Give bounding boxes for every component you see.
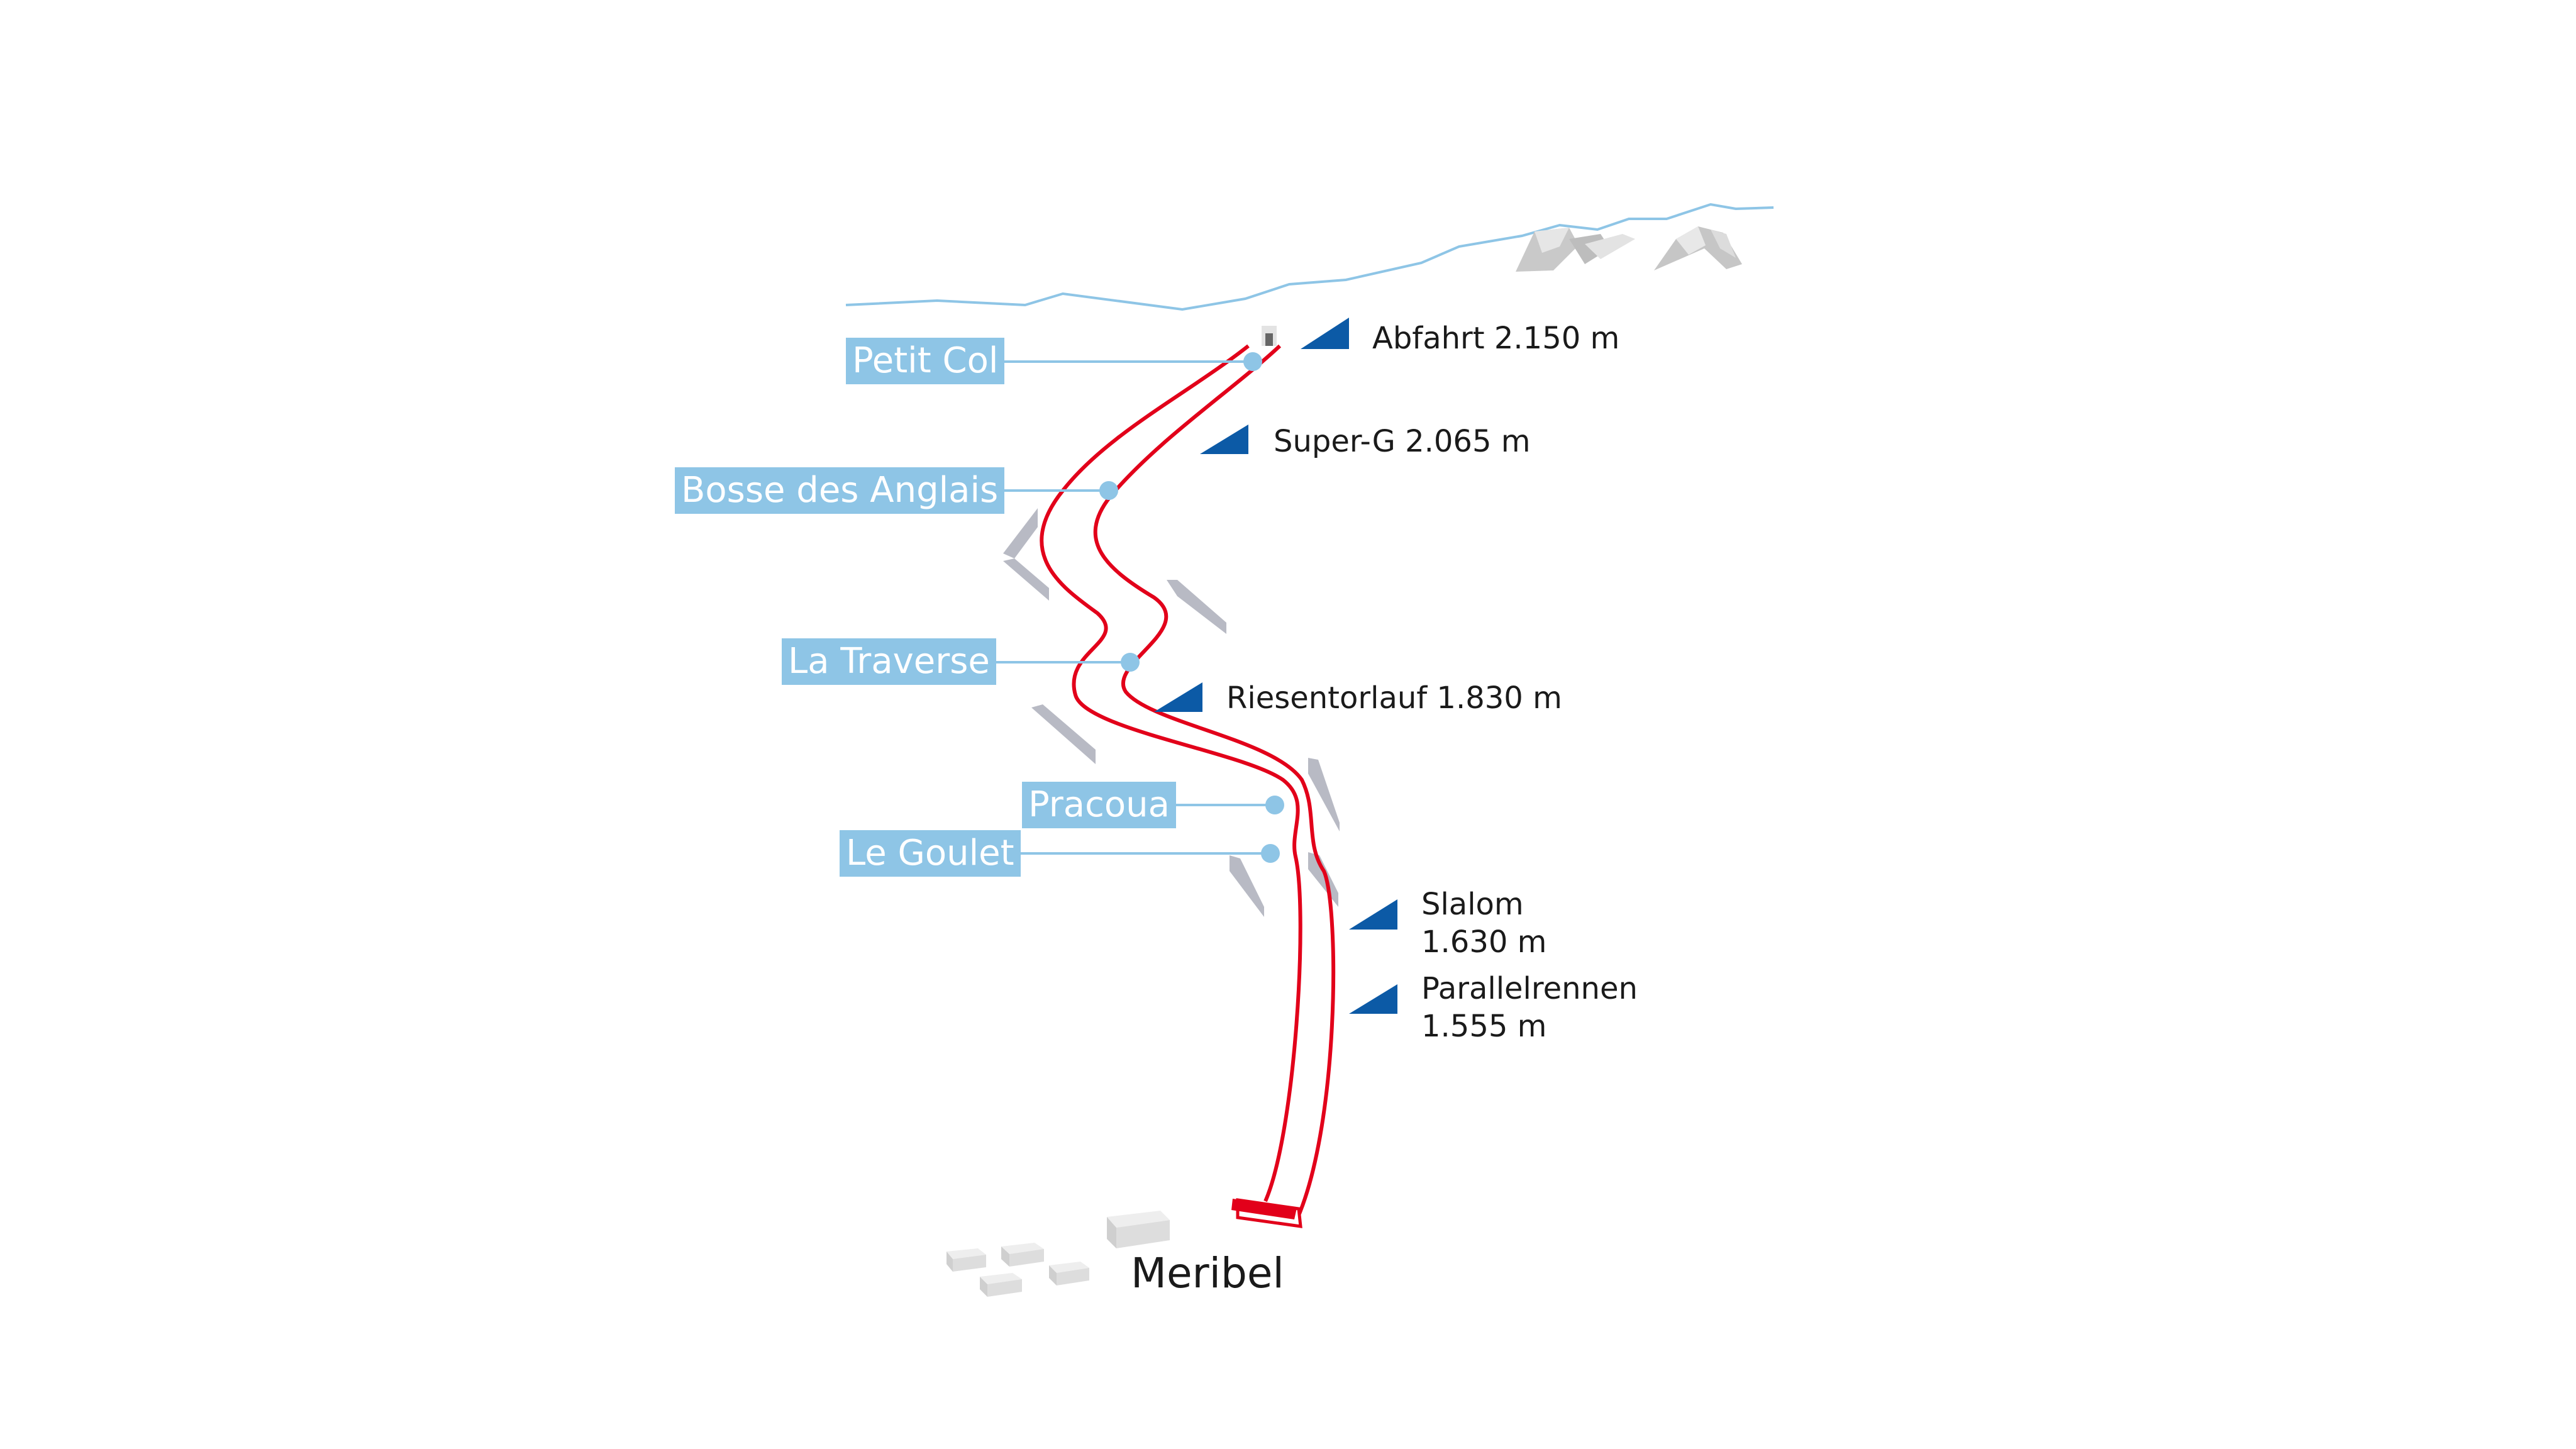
spot-label-petit-col: Petit Col (846, 338, 1005, 384)
dot-icon (1099, 481, 1118, 500)
start-markers (1154, 318, 1397, 1014)
building-icon (1107, 1211, 1170, 1248)
start-label-abfahrt: Abfahrt 2.150 m (1372, 321, 1620, 356)
start-label-super-g: Super-G 2.065 m (1274, 424, 1531, 459)
safety-net-icon (1003, 508, 1340, 917)
dot-icon (1261, 844, 1280, 863)
spot-label-la-traverse: La Traverse (782, 638, 996, 685)
start-label-slalom-altitude: 1.630 m (1421, 924, 1547, 960)
dot-icon (1121, 653, 1140, 672)
spot-label-bosse-des-anglais: Bosse des Anglais (675, 467, 1005, 514)
ridge-line (845, 203, 1774, 311)
leader-lines (992, 360, 1274, 855)
start-house-icon (1262, 326, 1277, 346)
start-label-parallelrennen: Parallelrennen (1421, 971, 1638, 1006)
flag-triangle-icon (1349, 899, 1397, 930)
building-icon (1049, 1262, 1089, 1285)
building-icon (947, 1248, 986, 1272)
rock-icon (1516, 228, 1635, 272)
dot-icon (1265, 796, 1284, 814)
building-icon (980, 1273, 1022, 1297)
flag-triangle-icon (1200, 425, 1248, 454)
start-label-parallelrennen-altitude: 1.555 m (1421, 1009, 1547, 1044)
start-label-riesentorlauf: Riesentorlauf 1.830 m (1226, 680, 1562, 716)
spot-label-pracoua: Pracoua (1022, 782, 1176, 828)
flag-triangle-icon (1154, 682, 1202, 712)
flag-triangle-icon (1349, 984, 1397, 1014)
start-label-slalom: Slalom (1421, 887, 1524, 922)
town-label: Meribel (1131, 1249, 1284, 1297)
spot-label-le-goulet: Le Goulet (840, 830, 1021, 877)
flag-triangle-icon (1301, 318, 1349, 349)
dot-icon (1243, 352, 1262, 371)
rock-icon (1654, 226, 1742, 270)
spot-dots (1099, 352, 1284, 863)
finish-line-icon (1231, 1198, 1302, 1228)
building-icon (1001, 1243, 1044, 1267)
